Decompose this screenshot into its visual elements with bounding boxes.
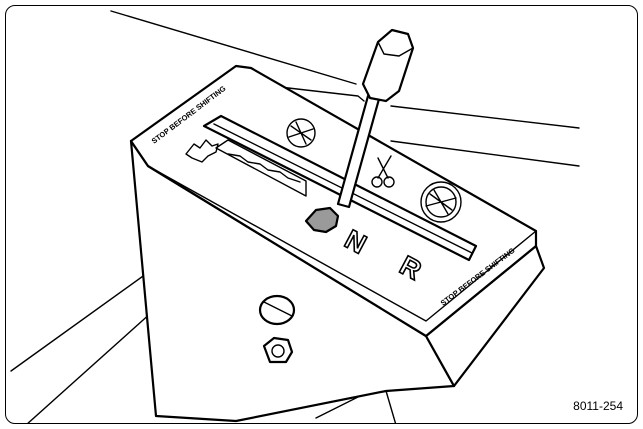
speed-range-wedge: [215, 139, 307, 197]
turtle-icon: [304, 206, 340, 234]
shift-console-illustration: N R STOP BEFORE SHIFTING STOP BEFORE SHI…: [10, 10, 580, 423]
frame-ledge: [270, 85, 365, 102]
key-switch: [258, 294, 296, 326]
frame-bar-right-1: [390, 105, 580, 129]
shift-slot: [202, 114, 478, 262]
blade-disengage-icon: [420, 181, 462, 223]
figure-code: 8011-254: [573, 399, 623, 413]
scissors-icon: [371, 155, 395, 188]
frame-bar-right-2: [390, 140, 580, 167]
frame-bar-upper: [110, 10, 357, 85]
console-top-edge: [147, 165, 537, 322]
shift-lever: [336, 28, 415, 209]
diagram-frame: N R STOP BEFORE SHIFTING STOP BEFORE SHI…: [5, 5, 638, 424]
rabbit-icon: [185, 139, 219, 163]
speed-range-steps: [227, 153, 301, 183]
mounting-bolt: [262, 336, 294, 364]
blade-disengage-icon: [286, 118, 316, 148]
